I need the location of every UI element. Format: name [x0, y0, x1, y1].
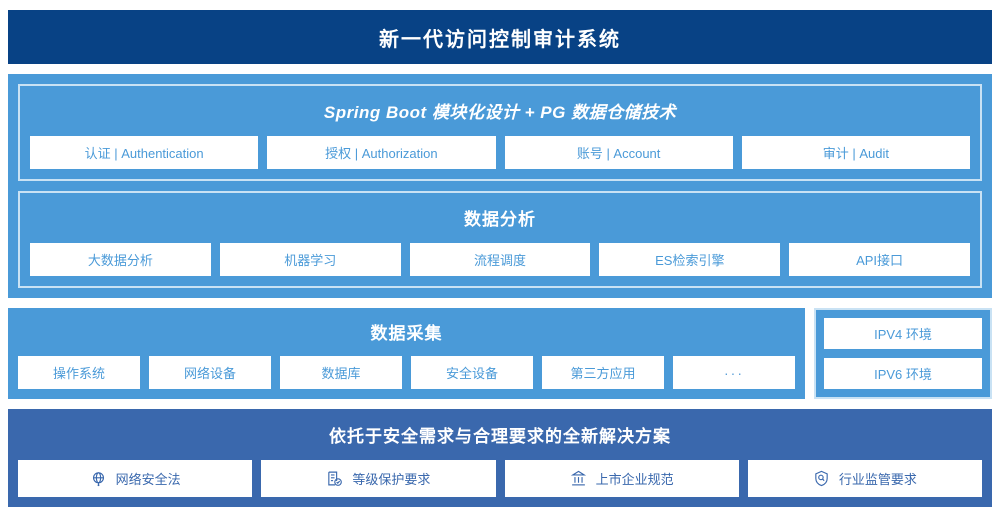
- data-analysis-group: 数据分析 大数据分析 机器学习 流程调度 ES检索引擎 API接口: [18, 191, 982, 288]
- chip-label: IPV6 环境: [874, 367, 932, 382]
- chip-label: 行业监管要求: [838, 472, 917, 487]
- architecture-title: Spring Boot 模块化设计 + PG 数据仓储技术: [323, 103, 677, 122]
- architecture-group: Spring Boot 模块化设计 + PG 数据仓储技术 认证 | Authe…: [18, 84, 982, 181]
- chip-security-device[interactable]: 安全设备: [411, 356, 533, 389]
- chip-authentication[interactable]: 认证 | Authentication: [30, 136, 259, 169]
- data-collection-chip-row: 操作系统 网络设备 数据库 安全设备 第三方应用 ···: [18, 356, 795, 389]
- chip-label: API接口: [856, 253, 904, 268]
- chip-label: 数据库: [321, 366, 361, 381]
- chip-listed-company-standard[interactable]: 上市企业规范: [504, 460, 739, 497]
- chip-api-interface[interactable]: API接口: [789, 243, 970, 276]
- chip-industry-regulation-requirement[interactable]: 行业监管要求: [747, 460, 982, 497]
- shield-search-icon: [813, 470, 830, 487]
- data-collection-section: 数据采集 操作系统 网络设备 数据库 安全设备 第三方应用 ···: [8, 308, 992, 399]
- chip-label: ···: [724, 364, 744, 381]
- network-environment-panel: IPV4 环境 IPV6 环境: [814, 308, 992, 399]
- page-title: 新一代访问控制审计系统: [379, 28, 621, 51]
- chip-more-ellipsis[interactable]: ···: [673, 356, 795, 389]
- solution-chip-row: 网络安全法 等级保护要求: [18, 460, 982, 497]
- chip-label: 网络设备: [183, 366, 236, 381]
- chip-label: IPV4 环境: [874, 327, 932, 342]
- chip-label: 流程调度: [473, 253, 526, 268]
- chip-authorization[interactable]: 授权 | Authorization: [267, 136, 496, 169]
- chip-label: 机器学习: [284, 253, 337, 268]
- architecture-chip-row: 认证 | Authentication 授权 | Authorization 账…: [30, 136, 970, 169]
- chip-account[interactable]: 账号 | Account: [504, 136, 733, 169]
- chip-ipv6-environment[interactable]: IPV6 环境: [824, 358, 982, 389]
- chip-third-party-app[interactable]: 第三方应用: [542, 356, 664, 389]
- chip-label: 上市企业规范: [595, 472, 674, 487]
- chip-es-search-engine[interactable]: ES检索引擎: [599, 243, 781, 276]
- chip-big-data-analysis[interactable]: 大数据分析: [30, 243, 211, 276]
- chip-label: 认证 | Authentication: [84, 146, 204, 161]
- chip-label: 操作系统: [52, 366, 105, 381]
- chip-machine-learning[interactable]: 机器学习: [219, 243, 401, 276]
- data-collection-panel: 数据采集 操作系统 网络设备 数据库 安全设备 第三方应用 ···: [8, 308, 805, 399]
- chip-label: ES检索引擎: [655, 253, 725, 268]
- platform-panel: Spring Boot 模块化设计 + PG 数据仓储技术 认证 | Authe…: [8, 74, 992, 298]
- chip-process-scheduling[interactable]: 流程调度: [409, 243, 591, 276]
- chip-database[interactable]: 数据库: [280, 356, 402, 389]
- document-check-icon: [326, 470, 343, 487]
- solution-panel: 依托于安全需求与合理要求的全新解决方案 网络安全法: [8, 409, 992, 507]
- chip-classified-protection-requirement[interactable]: 等级保护要求: [261, 460, 496, 497]
- chip-label: 等级保护要求: [352, 472, 431, 487]
- chip-label: 安全设备: [445, 366, 498, 381]
- chip-label: 网络安全法: [115, 472, 181, 487]
- chip-label: 授权 | Authorization: [325, 146, 438, 161]
- chip-cybersecurity-law[interactable]: 网络安全法: [18, 460, 253, 497]
- globe-icon: [90, 470, 107, 487]
- bank-building-icon: [570, 470, 587, 487]
- data-analysis-title: 数据分析: [464, 210, 536, 229]
- chip-label: 账号 | Account: [576, 146, 661, 161]
- chip-label: 审计 | Audit: [822, 146, 889, 161]
- page-header: 新一代访问控制审计系统: [8, 10, 992, 64]
- chip-ipv4-environment[interactable]: IPV4 环境: [824, 318, 982, 349]
- data-collection-title: 数据采集: [370, 324, 443, 343]
- chip-label: 大数据分析: [87, 253, 153, 268]
- chip-label: 第三方应用: [570, 366, 636, 381]
- solution-title: 依托于安全需求与合理要求的全新解决方案: [329, 427, 671, 446]
- chip-network-device[interactable]: 网络设备: [149, 356, 271, 389]
- data-analysis-chip-row: 大数据分析 机器学习 流程调度 ES检索引擎 API接口: [30, 243, 970, 276]
- chip-operating-system[interactable]: 操作系统: [18, 356, 140, 389]
- chip-audit[interactable]: 审计 | Audit: [741, 136, 970, 169]
